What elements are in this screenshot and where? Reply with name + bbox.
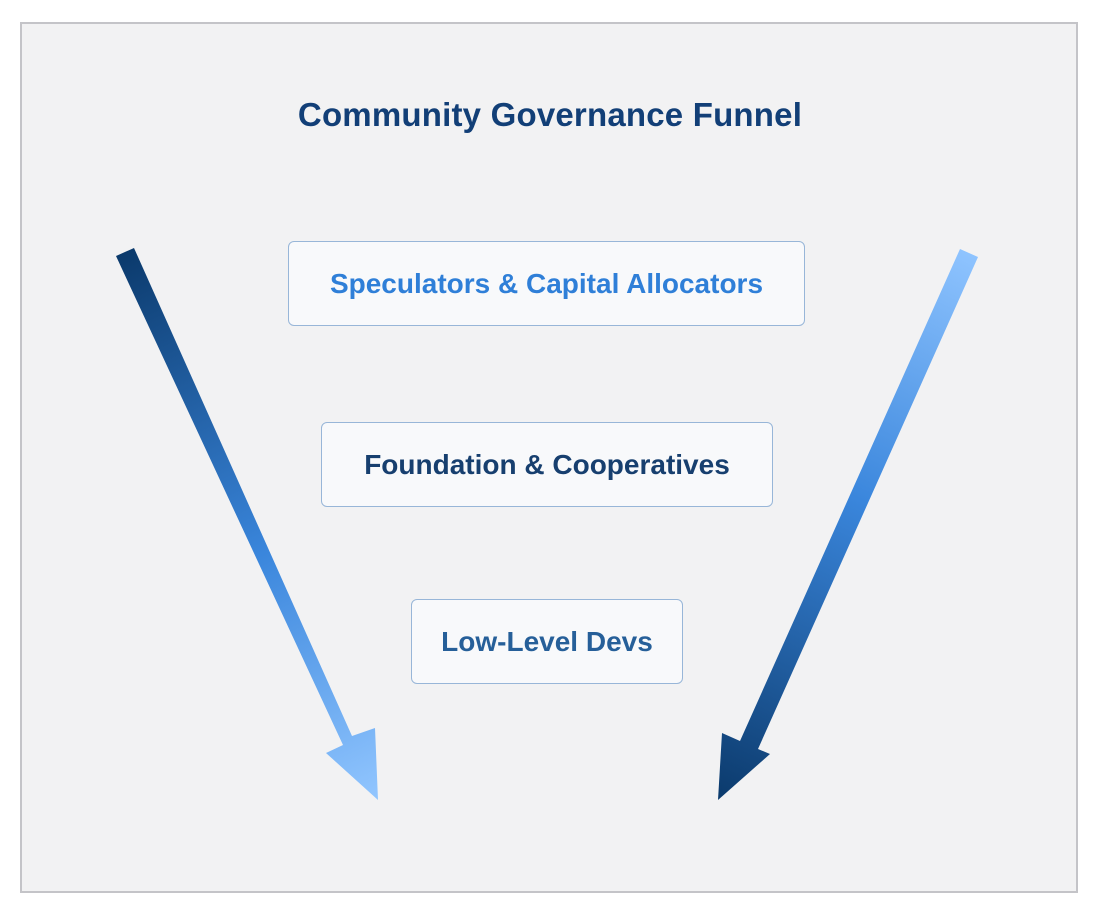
tier-label: Speculators & Capital Allocators [329,267,764,299]
tier-speculators: Speculators & Capital Allocators [288,241,805,326]
left-down-arrow [116,248,378,800]
tier-foundation: Foundation & Cooperatives [321,422,773,507]
tier-label: Foundation & Cooperatives [364,448,730,480]
tier-devs: Low-Level Devs [411,599,683,684]
diagram-title: Community Governance Funnel [297,96,803,133]
tier-label: Low-Level Devs [441,625,653,657]
right-down-arrow [718,249,978,800]
